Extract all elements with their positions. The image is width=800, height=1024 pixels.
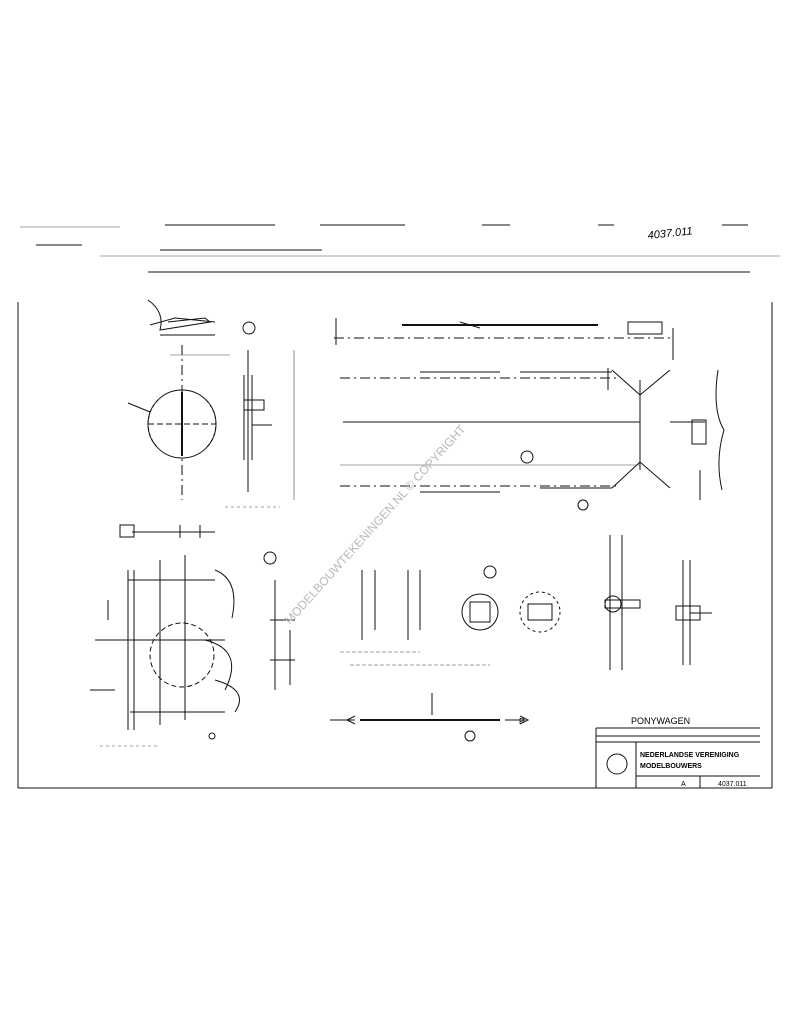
title-block-organization-1: NEDERLANDSE VERENIGING — [640, 752, 740, 759]
title-block: PONYWAGEN NEDERLANDSE VERENIGING MODELBO… — [595, 716, 760, 788]
detail-axle-pins — [604, 535, 712, 670]
title-block-drawing-number: 4037.011 — [718, 781, 747, 788]
detail-brackets — [340, 570, 490, 666]
detail-small-profile — [263, 551, 295, 690]
detail-chassis-side-view — [334, 318, 725, 511]
title-block-organization-2: MODELBOUWERS — [640, 763, 702, 770]
detail-wheel-side-view — [225, 350, 295, 508]
header-lines — [20, 224, 780, 273]
title-block-sheet-letter: A — [681, 781, 686, 788]
title-block-subject: PONYWAGEN — [631, 716, 690, 726]
detail-hook-clamp — [147, 299, 256, 336]
detail-bushings — [461, 565, 561, 633]
detail-frame-plan-view — [90, 524, 240, 747]
nvm-logo-seal — [606, 753, 628, 775]
detail-long-rod: P — [330, 693, 530, 742]
sheet-border — [17, 302, 773, 789]
arrow-p-label: P — [519, 717, 524, 726]
detail-wheel-front-view — [127, 345, 230, 500]
handwritten-drawing-number: 4037.011 — [647, 225, 693, 242]
